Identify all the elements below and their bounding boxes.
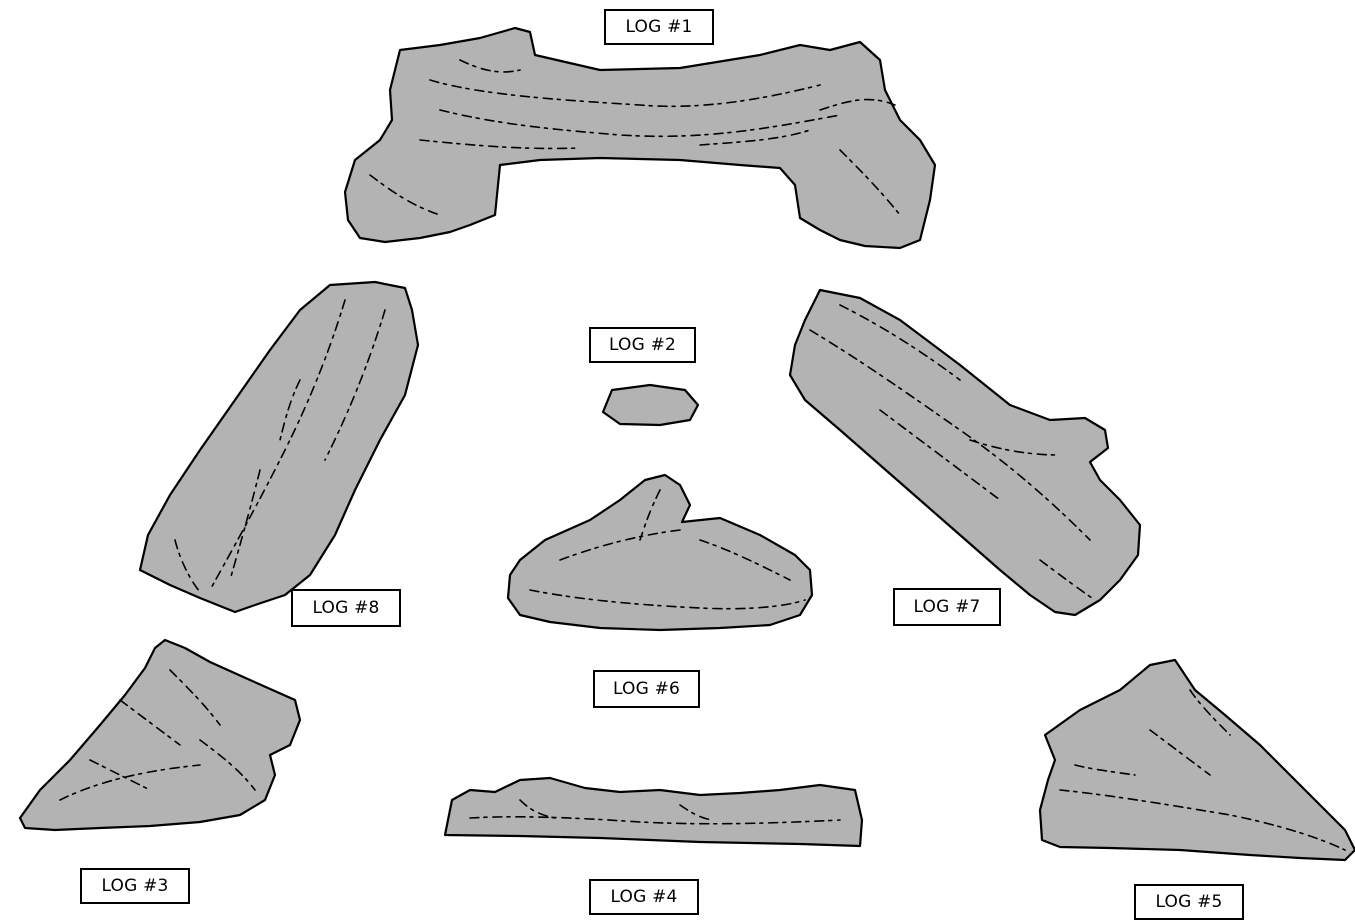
log-4-shape <box>445 778 862 846</box>
log-8-label: LOG #8 <box>291 589 401 627</box>
log-3-label: LOG #3 <box>80 868 190 904</box>
log-4-label: LOG #4 <box>589 879 699 915</box>
log-6-label: LOG #6 <box>593 670 700 708</box>
log-7-label: LOG #7 <box>893 588 1001 626</box>
log-2-label: LOG #2 <box>589 327 696 363</box>
log-7-shape <box>790 290 1140 615</box>
log-5-shape <box>1040 660 1355 860</box>
log-3-shape <box>20 640 300 830</box>
log-8-shape <box>140 282 418 612</box>
log-6-shape <box>508 475 812 630</box>
log-1-shape <box>345 28 935 248</box>
log-2-shape <box>603 385 698 425</box>
log-5-label: LOG #5 <box>1134 884 1244 920</box>
log-1-label: LOG #1 <box>604 9 714 45</box>
